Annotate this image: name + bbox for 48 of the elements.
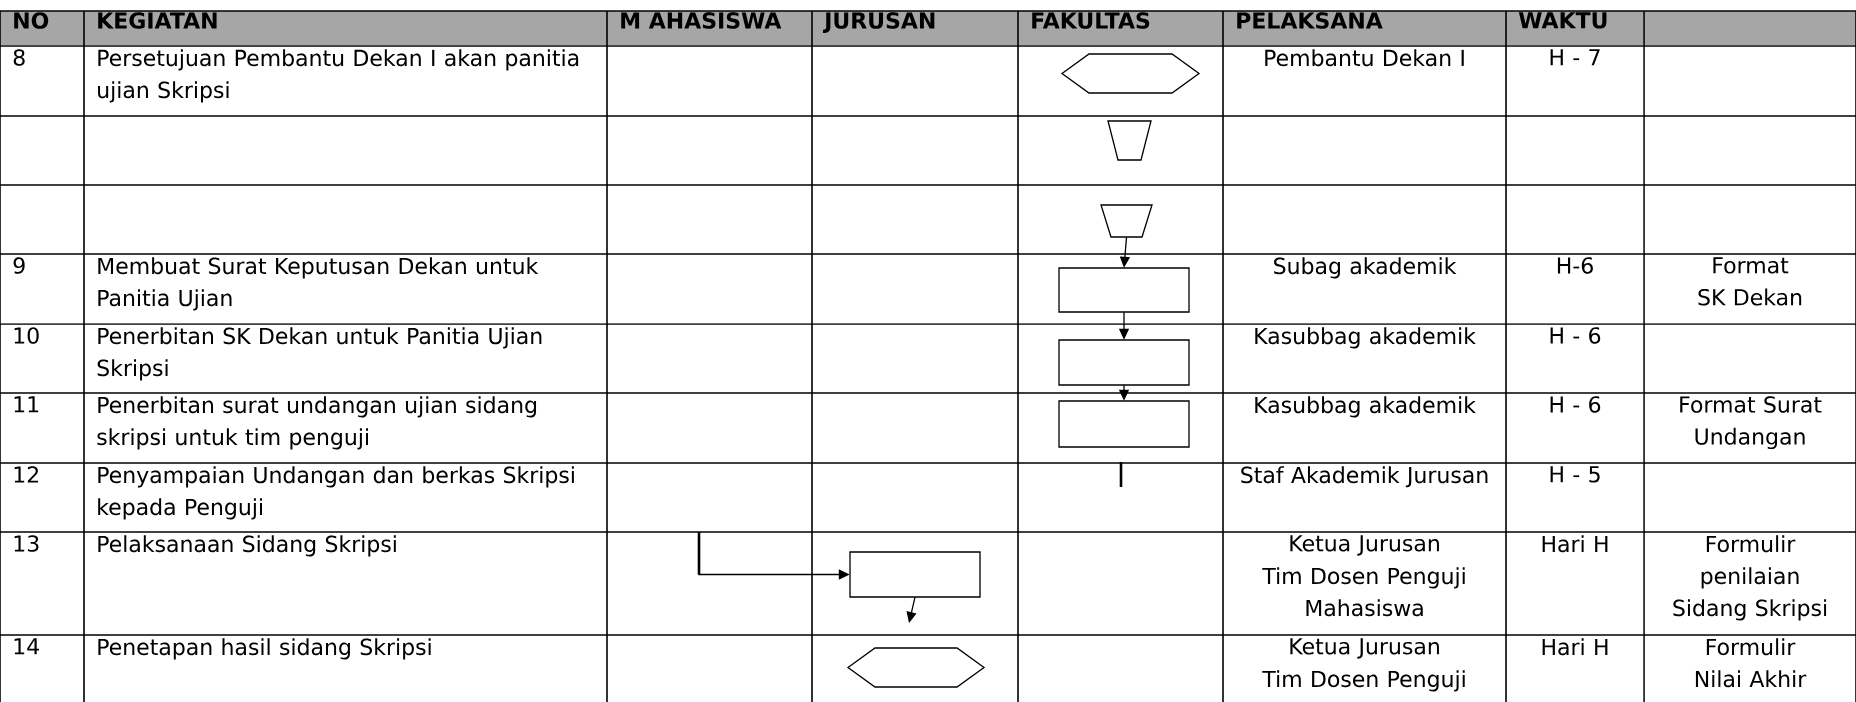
- row-number: 12: [14, 466, 38, 483]
- executor-text: Pembantu Dekan I: [1265, 49, 1464, 67]
- process-box: [1058, 267, 1190, 313]
- process-box: [1058, 339, 1190, 386]
- row-number: 14: [14, 638, 39, 655]
- time-text: Hari H: [1542, 535, 1608, 553]
- activity-text: Membuat Surat Keputusan Dekan untuk Panitia Ujian: [98, 257, 539, 311]
- note-text: Format SK Dekan: [1698, 257, 1802, 306]
- trapezoid-symbol: [1107, 120, 1152, 161]
- activity-text: Penetapan hasil sidang Skripsi: [98, 638, 431, 660]
- executor-text: Kasubbag akademik: [1255, 396, 1476, 418]
- row-number: 10: [14, 327, 39, 344]
- column-header: WAKTU: [1518, 12, 1607, 29]
- note-text: Formulir penilaian Sidang Skripsi: [1673, 535, 1827, 621]
- row-number: 13: [14, 535, 39, 552]
- executor-text: Staf Akademik Jurusan: [1241, 466, 1488, 488]
- column-header: NO: [14, 12, 49, 29]
- time-text: Hari H: [1542, 638, 1608, 656]
- activity-text: Penerbitan SK Dekan untuk Panitia Ujian Skripsi: [97, 327, 542, 381]
- time-text: H - 5: [1550, 466, 1600, 483]
- process-box: [849, 551, 981, 598]
- executor-text: Kasubbag akademik: [1255, 327, 1476, 349]
- column-header: PELAKSANA: [1237, 12, 1383, 29]
- column-header: KEGIATAN: [98, 12, 217, 29]
- column-header: JURUSAN: [822, 12, 935, 33]
- row-number: 9: [13, 257, 25, 274]
- activity-text: Penyampaian Undangan dan berkas Skripsi kepada Penguji: [98, 466, 574, 520]
- activity-text: Persetujuan Pembantu Dekan I akan panitia ujian Skripsi: [98, 49, 579, 103]
- trapezoid-symbol: [1100, 204, 1153, 238]
- executor-text: Ketua Jurusan: [1290, 535, 1439, 556]
- column-header: FAKULTAS: [1032, 12, 1150, 29]
- row-number: 8: [13, 49, 25, 66]
- time-text: H - 6: [1550, 396, 1601, 413]
- process-box: [1058, 400, 1190, 448]
- arrow: [906, 596, 917, 623]
- executor-text: Subag akademik: [1274, 257, 1457, 279]
- note-text: Formulir Nilai Akhir: [1695, 638, 1807, 688]
- time-text: H - 6: [1550, 327, 1601, 344]
- column-header: M AHASISWA: [621, 12, 782, 29]
- row-number: 11: [14, 396, 39, 413]
- activity-text: Pelaksanaan Sidang Skripsi: [98, 535, 396, 557]
- executor-text: Ketua Jurusan: [1290, 638, 1439, 659]
- time-text: H-6: [1557, 257, 1593, 274]
- executor-text: Tim Dosen Penguji Mahasiswa: [1262, 567, 1465, 617]
- executor-text: Tim Dosen Penguji: [1262, 670, 1465, 692]
- activity-text: Penerbitan surat undangan ujian sidang skripsi untuk tim penguji: [97, 396, 536, 450]
- note-text: Format Surat Undangan: [1680, 396, 1822, 450]
- time-text: H - 7: [1550, 49, 1600, 66]
